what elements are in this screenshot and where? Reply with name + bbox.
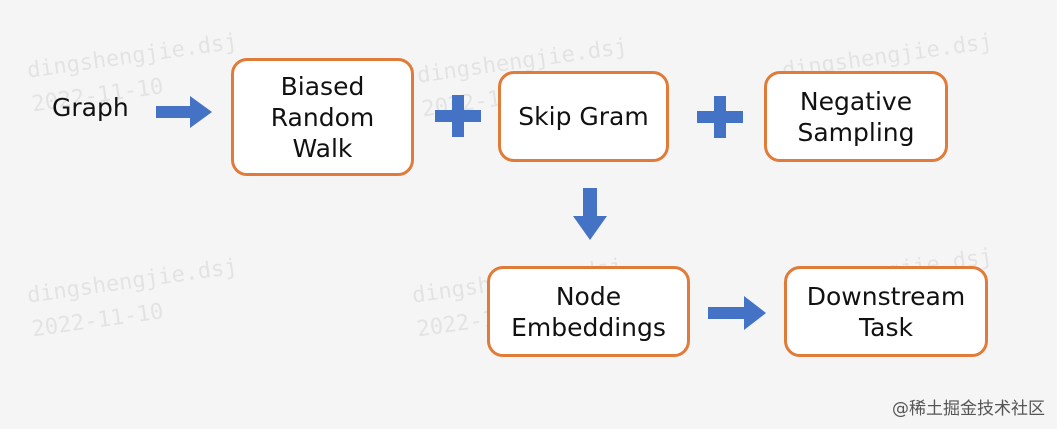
right-arrow-icon [708, 296, 766, 330]
plus-icon [697, 96, 743, 138]
right-arrow-icon [156, 96, 212, 128]
node-skip-gram: Skip Gram [498, 71, 669, 162]
plus-icon [435, 95, 481, 137]
graph-label: Graph [52, 93, 129, 122]
node-downstream-task: Downstream Task [784, 266, 988, 357]
footer-credit: @稀土掘金技术社区 [892, 399, 1045, 419]
watermark: dingshengjie.dsj 2022-11-10 [25, 254, 239, 343]
node-biased-random-walk: Biased Random Walk [231, 58, 414, 176]
node-node-embeddings: Node Embeddings [487, 266, 690, 357]
node-negative-sampling: Negative Sampling [764, 71, 948, 162]
down-arrow-icon [573, 188, 607, 240]
